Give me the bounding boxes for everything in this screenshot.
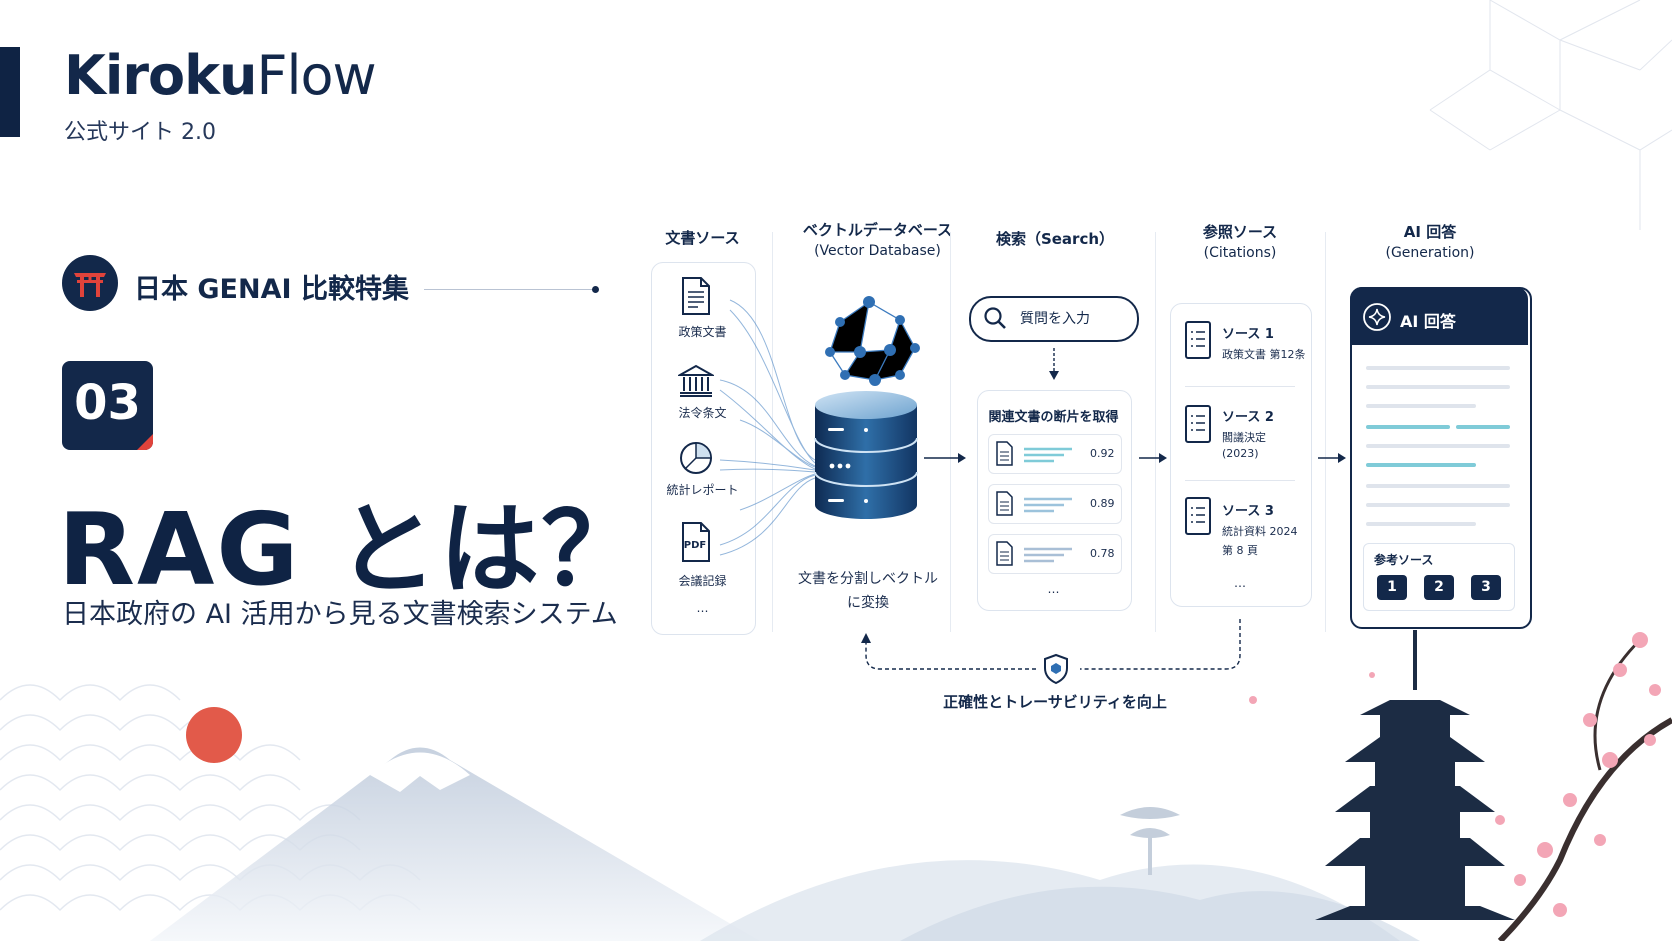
bank-icon (678, 364, 714, 397)
brand-subtitle: 公式サイト 2.0 (64, 120, 216, 145)
source-label-law: 法令条文 (678, 406, 727, 420)
citation-divider (1185, 386, 1295, 387)
feedback-loop (861, 619, 1241, 670)
series-divider (424, 289, 594, 290)
shield-icon (1044, 653, 1068, 685)
citation-detail: (2023) (1222, 447, 1259, 460)
ai-answer-card-title: AI 回答 (1400, 312, 1456, 331)
arrow-down-icon (1049, 348, 1059, 380)
citation-detail: 政策文書 第12条 (1222, 348, 1306, 361)
arrow-right-icon (1318, 453, 1346, 463)
network-icon (825, 296, 920, 386)
citation-document-icon (1185, 497, 1211, 535)
pine-trees (1120, 807, 1180, 875)
result-chunk-graphic (996, 541, 1072, 566)
vectordb-title: ベクトルデータベース (802, 221, 953, 239)
feedback-caption: 正確性とトレーサビリティを向上 (943, 693, 1167, 711)
ai-answer-header (1350, 287, 1528, 345)
sakura-branch (1249, 632, 1672, 941)
series-label: 日本 GENAI 比較特集 (134, 274, 409, 305)
sources-title: 文書ソース (665, 229, 740, 247)
citation-detail: 統計資料 2024 (1222, 525, 1298, 538)
episode-badge (62, 361, 153, 450)
mount-fuji (150, 747, 760, 941)
citation-name[interactable]: ソース 2 (1222, 410, 1274, 425)
result-score: 0.92 (1090, 447, 1115, 460)
answer-text-lines (1366, 366, 1510, 526)
arrow-right-icon (924, 453, 966, 463)
source-label-stats: 統計レポート (666, 483, 739, 497)
citation-detail: 第 8 頁 (1222, 544, 1258, 557)
arrow-right-icon (1139, 453, 1167, 463)
search-icon (984, 307, 1006, 329)
pie-chart-icon (680, 442, 712, 474)
result-score: 0.89 (1090, 497, 1115, 510)
rising-sun (186, 707, 242, 763)
citation-document-icon (1185, 321, 1211, 359)
ref-badge-1[interactable]: 1 (1377, 575, 1407, 600)
vectorization-flow (719, 296, 920, 556)
lattice-pattern (1429, 0, 1672, 230)
citation-detail: 閣議決定 (1222, 431, 1266, 444)
citation-name[interactable]: ソース 1 (1222, 327, 1274, 342)
citations-more: … (1234, 576, 1246, 590)
ref-badge-3[interactable]: 3 (1471, 575, 1501, 600)
pdf-icon (682, 522, 710, 562)
page-subtitle: 日本政府の AI 活用から見る文書検索システム (62, 599, 618, 630)
citations-panel (1170, 303, 1312, 607)
sources-more: … (696, 601, 709, 615)
source-label-policy: 政策文書 (678, 325, 727, 339)
search-title: 検索（Search） (995, 230, 1115, 248)
brand-accent-bar (0, 47, 20, 137)
page-title: RAG とは？ (58, 491, 644, 608)
document-icon (682, 277, 710, 315)
brand-logo[interactable]: KirokuFlow (64, 44, 377, 107)
citation-document-icon (1185, 405, 1211, 443)
citation-name[interactable]: ソース 3 (1222, 504, 1274, 519)
citations-title: 参照ソース (1202, 223, 1278, 241)
source-label-minutes: 会議記録 (678, 574, 727, 588)
result-score: 0.78 (1090, 547, 1115, 560)
answer-subtitle: (Generation) (1385, 245, 1475, 261)
vectordb-caption-2: に変換 (847, 595, 889, 611)
episode-number: 03 (74, 375, 141, 431)
column-divider (950, 232, 951, 632)
vectordb-caption-1: 文書を分割しベクトル (798, 571, 938, 587)
citation-divider (1185, 480, 1295, 481)
vectordb-subtitle: (Vector Database) (814, 243, 941, 259)
results-title: 関連文書の断片を取得 (988, 410, 1119, 425)
results-more: … (1047, 582, 1060, 596)
ref-badge-2[interactable]: 2 (1424, 575, 1454, 600)
pdf-mark: PDF (683, 540, 707, 551)
series-divider-dot (592, 286, 599, 293)
column-divider (772, 232, 773, 632)
result-chunk-graphic (996, 491, 1072, 516)
wave-pattern (0, 684, 421, 912)
torii-icon (62, 255, 118, 311)
pagoda-illustration (1315, 630, 1515, 920)
search-input[interactable] (969, 296, 1139, 342)
column-divider (1155, 232, 1156, 632)
refs-label: 参考ソース (1374, 553, 1434, 567)
answer-title: AI 回答 (1403, 223, 1457, 241)
sparkle-icon (1363, 303, 1391, 331)
search-placeholder: 質問を入力 (1020, 311, 1090, 327)
column-divider (1325, 232, 1326, 632)
citations-subtitle: (Citations) (1203, 245, 1277, 261)
database-icon (814, 391, 918, 519)
result-chunk-graphic (996, 441, 1072, 466)
